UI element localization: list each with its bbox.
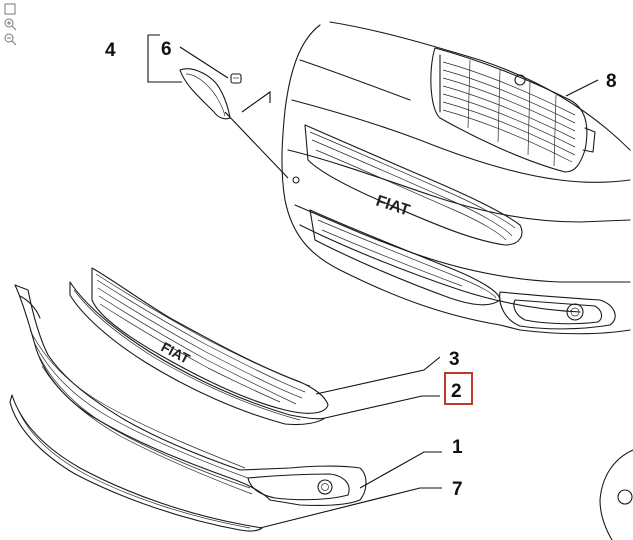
part-7-lower-strip [9,394,263,532]
callout-2-highlight [444,372,473,405]
leader-lines [147,34,599,529]
zoom-in-icon[interactable] [3,17,17,31]
callout-1[interactable]: 1 [452,437,463,458]
callout-6[interactable]: 6 [161,39,172,60]
front-bumper-assembly: FIAT [281,21,631,335]
callout-2[interactable]: 2 [451,381,462,402]
callout-7[interactable]: 7 [452,479,463,500]
part-3-upper-grille: FIAT [91,267,329,414]
bumper-logo: FIAT [374,193,412,220]
part-6-clip [230,73,242,84]
part-2-chrome-strip [69,281,326,426]
callout-4[interactable]: 4 [105,40,116,61]
fit-page-icon[interactable] [3,2,17,16]
part-8-shutter [430,47,596,173]
callout-3[interactable]: 3 [449,349,460,370]
callout-8[interactable]: 8 [606,71,617,92]
part-4-side-trim [179,68,231,120]
zoom-out-icon[interactable] [3,32,17,46]
part-1-lower-grille [14,284,367,507]
adjacent-part [599,449,633,540]
